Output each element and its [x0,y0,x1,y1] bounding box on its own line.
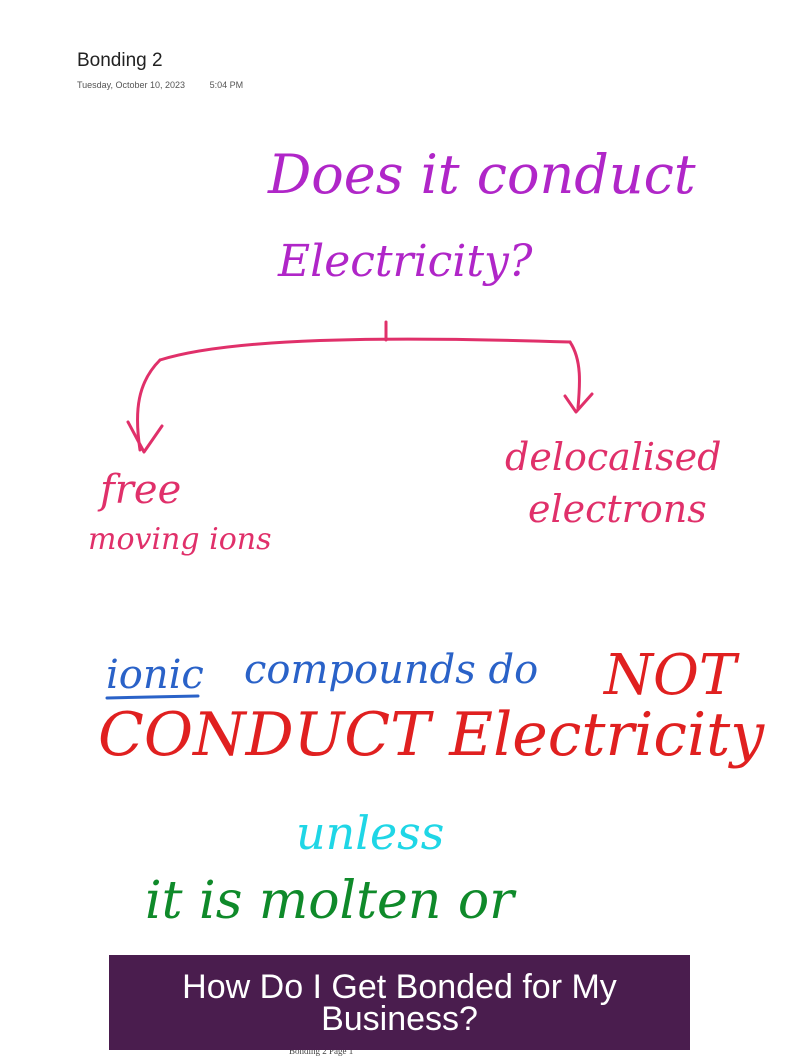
left-branch-line-2: moving ions [88,522,272,557]
not-word: NOT [604,643,737,708]
molten-line: it is molten or [145,871,515,931]
ionic-word: ionic [106,652,204,698]
unless-word: unless [296,806,445,860]
note-date: Tuesday, October 10, 2023 [77,80,186,90]
promo-banner[interactable]: How Do I Get Bonded for My Business? [109,955,690,1050]
branch-arrow-right [568,340,581,410]
branch-arrow-top [158,337,572,362]
note-time: 5:04 PM [209,80,244,90]
right-branch-line-2: electrons [528,487,707,531]
promo-banner-text: How Do I Get Bonded for My Business? [182,967,617,1038]
note-timestamp: Tuesday, October 10, 2023 5:04 PM [77,80,243,90]
branch-arrow-right-head [563,392,594,414]
page-footer-label: Bonding 2 Page 1 [289,1046,354,1056]
compounds-do-text: compounds do [244,647,539,693]
question-line-1: Does it conduct [268,143,696,206]
ionic-underline [105,694,200,700]
question-line-2: Electricity? [278,236,533,287]
branch-arrow-left-head [126,420,164,454]
conduct-electricity-line: CONDUCT Electricity [98,700,765,770]
branch-arrow-left [136,358,162,452]
note-title: Bonding 2 [77,50,163,71]
right-branch-line-1: delocalised [505,435,722,479]
left-branch-line-1: free [100,467,182,513]
